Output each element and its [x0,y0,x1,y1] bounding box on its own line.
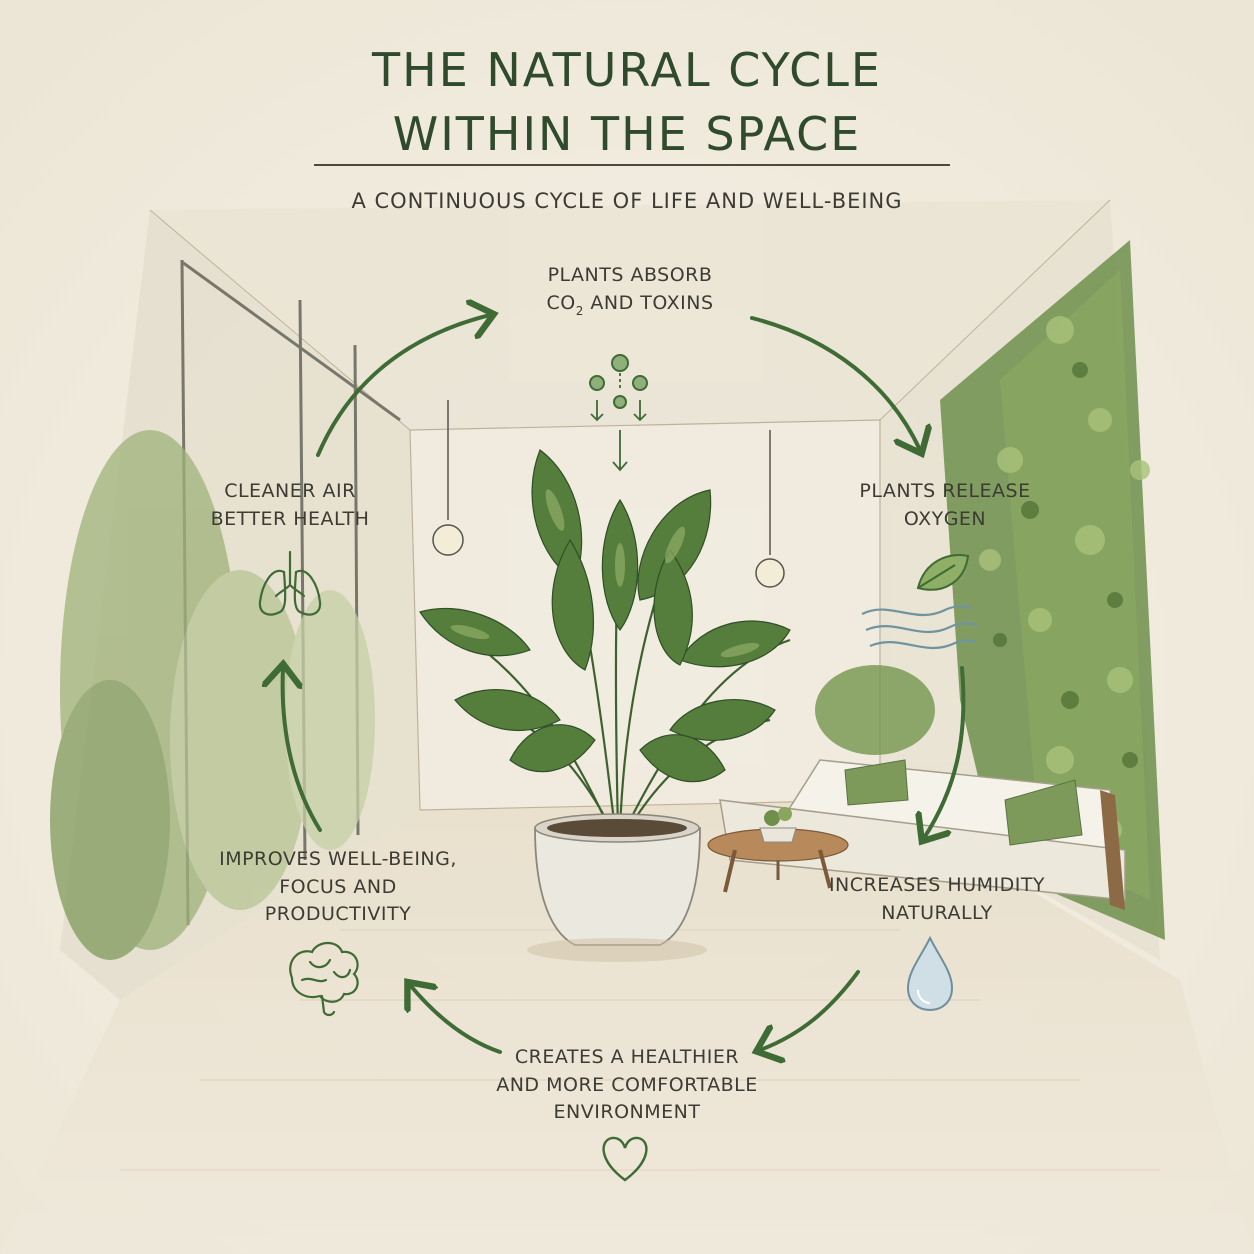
step-humidity-line-1: INCREASES HUMIDITY [828,874,1046,896]
subtitle: A CONTINUOUS CYCLE OF LIFE AND WELL-BEIN… [351,189,903,213]
toxins-text: AND TOXINS [583,291,714,314]
title-line-1: THE NATURAL CYCLE [372,43,882,97]
step-cleaner-air: CLEANER AIR BETTER HEALTH [170,478,410,533]
pendant-lamps [432,400,785,588]
title-divider [314,164,950,166]
arrow-environment-to-wellbeing [410,985,502,1054]
green-wall [815,240,1165,940]
arrow-release-to-humidity [924,666,966,838]
step-wellbeing-line-2: FOCUS AND [279,875,397,898]
heart-icon [602,1136,648,1182]
step-wellbeing-line-1: IMPROVES WELL-BEING, [219,848,457,870]
co2-subscript: 2 [575,303,584,318]
step-plants-absorb: PLANTS ABSORB CO2 AND TOXINS [470,262,790,318]
step-health-line-1: CLEANER AIR [224,480,356,502]
step-humidity-line-2: NATURALLY [881,901,993,924]
co2-text: CO [546,291,576,314]
arrow-health-to-absorb [316,315,490,457]
room-sketch [0,199,1254,1254]
step-improves-wellbeing: IMPROVES WELL-BEING, FOCUS AND PRODUCTIV… [188,846,488,929]
page-title: THE NATURAL CYCLE WITHIN THE SPACE [200,38,1054,167]
water-drop-icon [906,935,954,1012]
step-healthier-environment: CREATES A HEALTHIER AND MORE COMFORTABLE… [460,1044,794,1127]
step-environment-line-3: ENVIRONMENT [553,1101,701,1124]
outdoor-foliage [50,430,375,960]
step-absorb-line-1: PLANTS ABSORB [547,264,713,286]
step-increases-humidity: INCREASES HUMIDITY NATURALLY [812,872,1062,927]
step-environment-line-2: AND MORE COMFORTABLE [496,1073,758,1096]
cycle-arrows [283,315,966,1054]
step-health-line-2: BETTER HEALTH [210,507,370,530]
step-absorb-line-2: CO2 AND TOXINS [470,290,790,318]
arrow-absorb-to-release [750,316,920,450]
brain-icon [289,941,359,1017]
step-plants-release: PLANTS RELEASE OXYGEN [820,478,1070,533]
arrow-wellbeing-to-health [283,668,322,832]
lungs-icon [258,550,322,616]
central-plant [419,449,791,962]
step-release-line-2: OXYGEN [903,507,987,530]
leaf-wind-icon [861,554,978,650]
title-line-2: WITHIN THE SPACE [392,107,862,162]
coffee-table-sketch [707,807,849,893]
step-environment-line-1: CREATES A HEALTHIER [514,1046,740,1068]
step-release-line-1: PLANTS RELEASE [859,480,1031,502]
co2-molecules-icon [589,354,648,472]
step-wellbeing-line-3: PRODUCTIVITY [264,903,412,926]
arrow-humidity-to-environment [760,970,860,1050]
